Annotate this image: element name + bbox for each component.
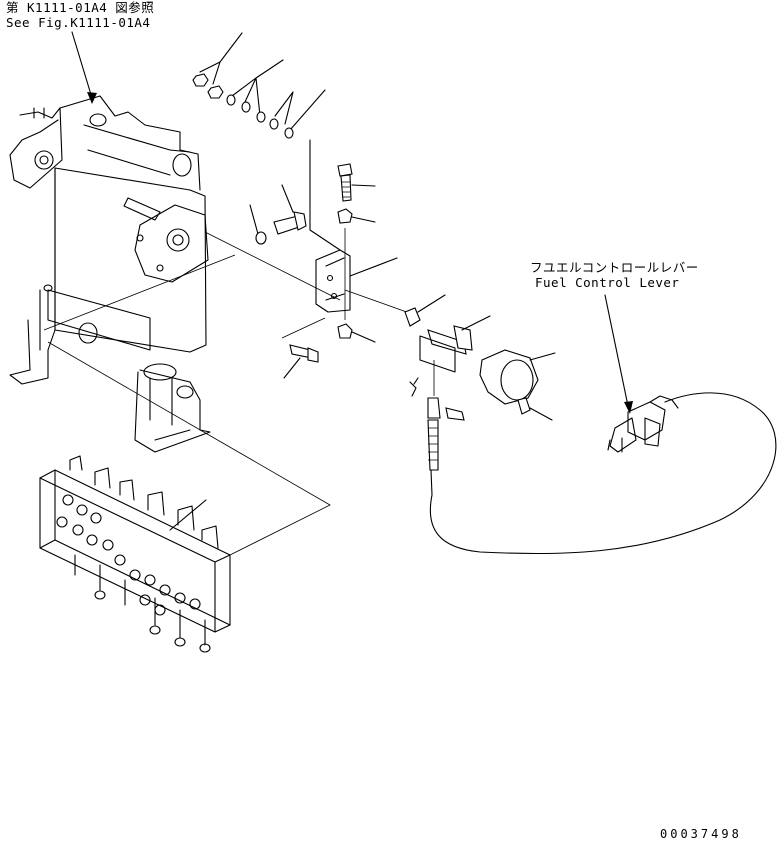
document-number: 00037498 (660, 827, 742, 841)
mounting-clip (309, 139, 398, 313)
control-valve-block (39, 455, 231, 653)
fuel-control-lever (604, 294, 679, 453)
lower-bolt (283, 344, 319, 379)
vertical-bolt-stack (337, 163, 376, 343)
control-knob (479, 349, 556, 421)
assembly-reference-lines (43, 231, 416, 556)
fuel-control-lever-label-en: Fuel Control Lever (535, 275, 680, 290)
figure-reference-label-ja: 第 K1111-01A4 図参照 (6, 0, 155, 15)
spacer-and-clevis (404, 294, 491, 373)
figure-reference-label-en: See Fig.K1111-01A4 (6, 15, 151, 30)
main-bracket-assembly (9, 95, 211, 453)
fuel-cable (409, 360, 777, 555)
fuel-control-lever-label-ja: フユエルコントロールレバー (530, 260, 699, 275)
reference-leader-arrow (71, 31, 97, 104)
bolt-and-washer (249, 184, 307, 245)
hardware-stack (192, 32, 326, 139)
